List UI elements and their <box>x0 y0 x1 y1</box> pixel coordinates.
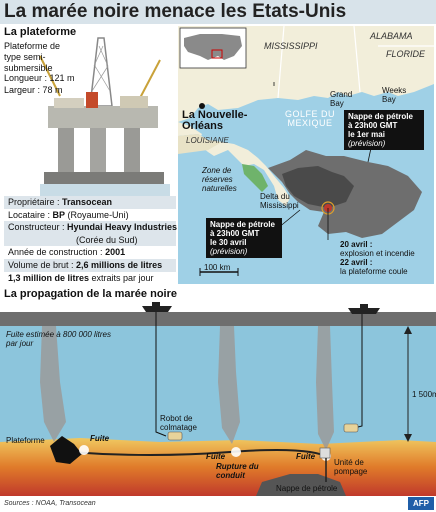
propagation-diagram: Fuite estimée à 800 000 litres par jour … <box>0 302 436 496</box>
platform-illustration <box>0 36 176 196</box>
gulf-map: MISSISSIPPI ALABAMA FLORIDE LOUISIANE La… <box>178 26 434 284</box>
gulf-label: GOLFE DU MEXIQUE <box>284 109 335 128</box>
state-label-mississippi: MISSISSIPPI <box>264 41 318 51</box>
delta-label: Delta du Mississippi <box>260 192 299 210</box>
platform-dimensions: Longueur : 121 m Largeur : 78 m <box>4 72 75 96</box>
platform-label: Plateforme <box>6 436 45 445</box>
state-label-alabama: ALABAMA <box>370 31 413 41</box>
platform-heading: La plateforme <box>4 26 77 38</box>
page-title: La marée noire menace les Etats-Unis <box>0 0 436 24</box>
event-timeline: 20 avril : explosion et incendie 22 avri… <box>340 240 415 276</box>
slick-forecast-april-callout: Nappe de pétrole à 23h00 GMT le 30 avril… <box>206 218 282 258</box>
agency-logo: AFP <box>408 497 434 510</box>
fact-row: Année de construction : 2001 <box>8 247 126 258</box>
platform-facts: Propriétaire : Transocean Locataire : BP… <box>4 196 177 284</box>
state-label-floride: FLORIDE <box>386 49 426 59</box>
reserve-zone-label: Zone de réserves naturelles <box>202 166 237 193</box>
sources-credit: Sources : NOAA, Transocean <box>4 500 96 507</box>
fact-row: 1,3 million de litres extraits par jour <box>8 272 154 283</box>
rupture-label: Rupture du conduit <box>216 462 259 480</box>
place-label-grand-bay: Grand Bay <box>330 90 353 108</box>
depth-label: 1 500m <box>412 390 436 399</box>
cross-section-graphic <box>0 302 436 496</box>
scale-label: 100 km <box>204 263 231 272</box>
pumping-unit-label: Unité de pompage <box>334 458 368 476</box>
fact-row: Volume de brut : 2,6 millions de litres <box>4 258 176 272</box>
slick-forecast-may-callout: Nappe de pétrole à 23h00 GMT le 1er mai … <box>344 110 424 150</box>
leak-label-3: Fuite <box>296 452 316 461</box>
platform-description: Plateforme de type semi-submersible <box>4 41 61 73</box>
fact-row: Constructeur : Hyundai Heavy Industries <box>4 221 177 234</box>
state-label-louisiane: LOUISIANE <box>186 136 229 145</box>
city-label-new-orleans: La Nouvelle-Orléans <box>182 109 248 132</box>
place-label-weeks-bay: Weeks Bay <box>382 86 407 104</box>
fact-row: Propriétaire : Transocean <box>4 196 176 209</box>
leak-label-1: Fuite <box>90 434 110 443</box>
leak-label-2: Fuite <box>206 452 226 461</box>
platform-length: Longueur : 121 m <box>4 73 75 83</box>
leak-estimate-note: Fuite estimée à 800 000 litres par jour <box>6 330 111 348</box>
platform-width: Largeur : 78 m <box>4 85 63 95</box>
fact-row: (Corée du Sud) <box>4 233 176 247</box>
propagation-heading: La propagation de la marée noire <box>4 288 177 300</box>
oil-reservoir-label: Nappe de pétrole <box>276 484 338 493</box>
fact-row: Locataire : BP (Royaume-Uni) <box>8 209 129 220</box>
robot-label: Robot de colmatage <box>160 414 197 432</box>
